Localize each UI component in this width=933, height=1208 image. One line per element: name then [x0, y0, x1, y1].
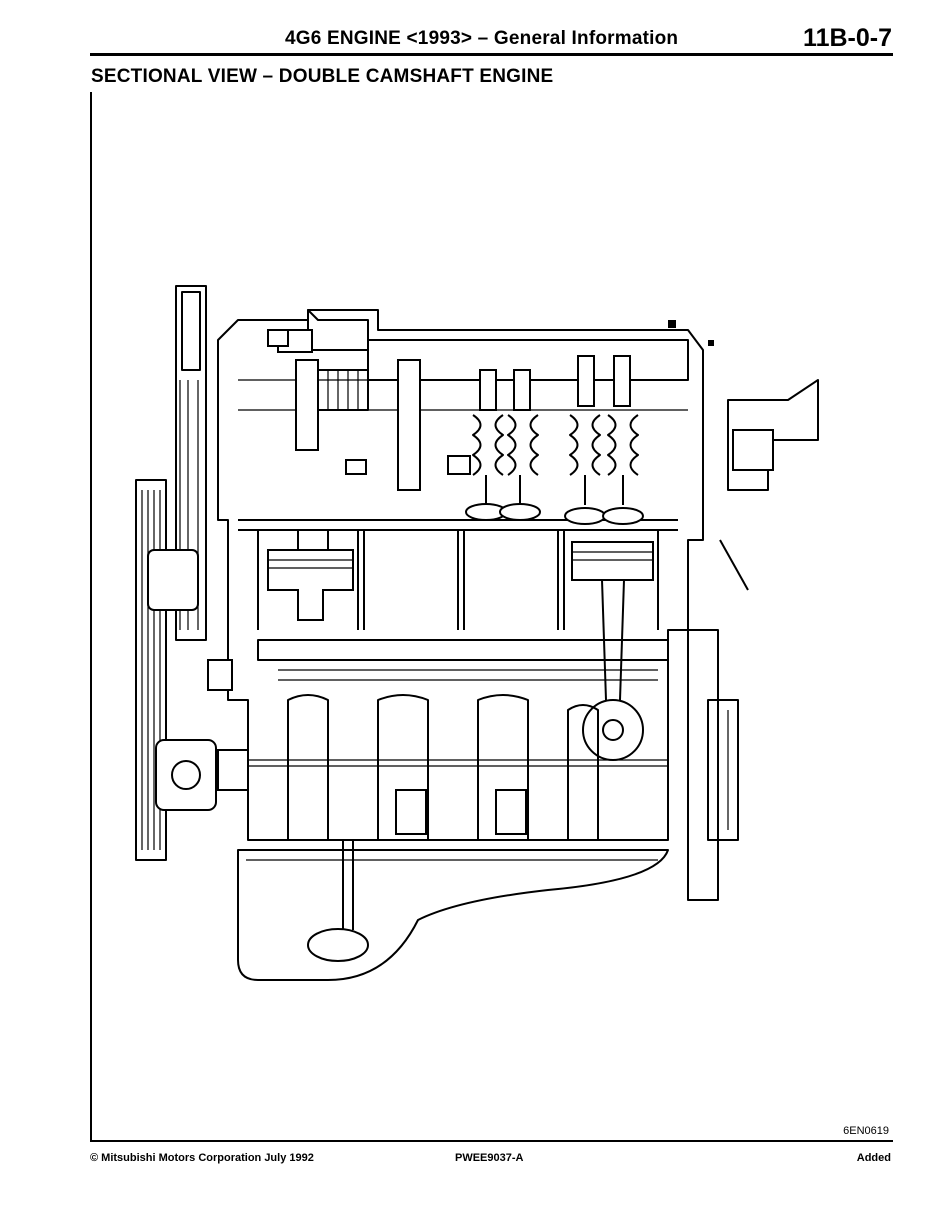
footer-doc-number: PWEE9037-A [455, 1152, 524, 1164]
page-number: 11B-0-7 [803, 24, 892, 52]
engine-sectional-drawing [128, 280, 820, 992]
footer-copyright: © Mitsubishi Motors Corporation July 199… [90, 1152, 314, 1164]
footer-status: Added [856, 1152, 891, 1164]
figure-code: 6EN0619 [843, 1125, 889, 1137]
section-title: SECTIONAL VIEW – DOUBLE CAMSHAFT ENGINE [91, 66, 554, 87]
left-margin-rule [90, 92, 92, 1140]
header-title: 4G6 ENGINE <1993> – General Information [285, 28, 679, 49]
footer-rule [90, 1140, 893, 1142]
header-rule [90, 53, 893, 56]
page-header: 4G6 ENGINE <1993> – General Information … [90, 24, 892, 54]
